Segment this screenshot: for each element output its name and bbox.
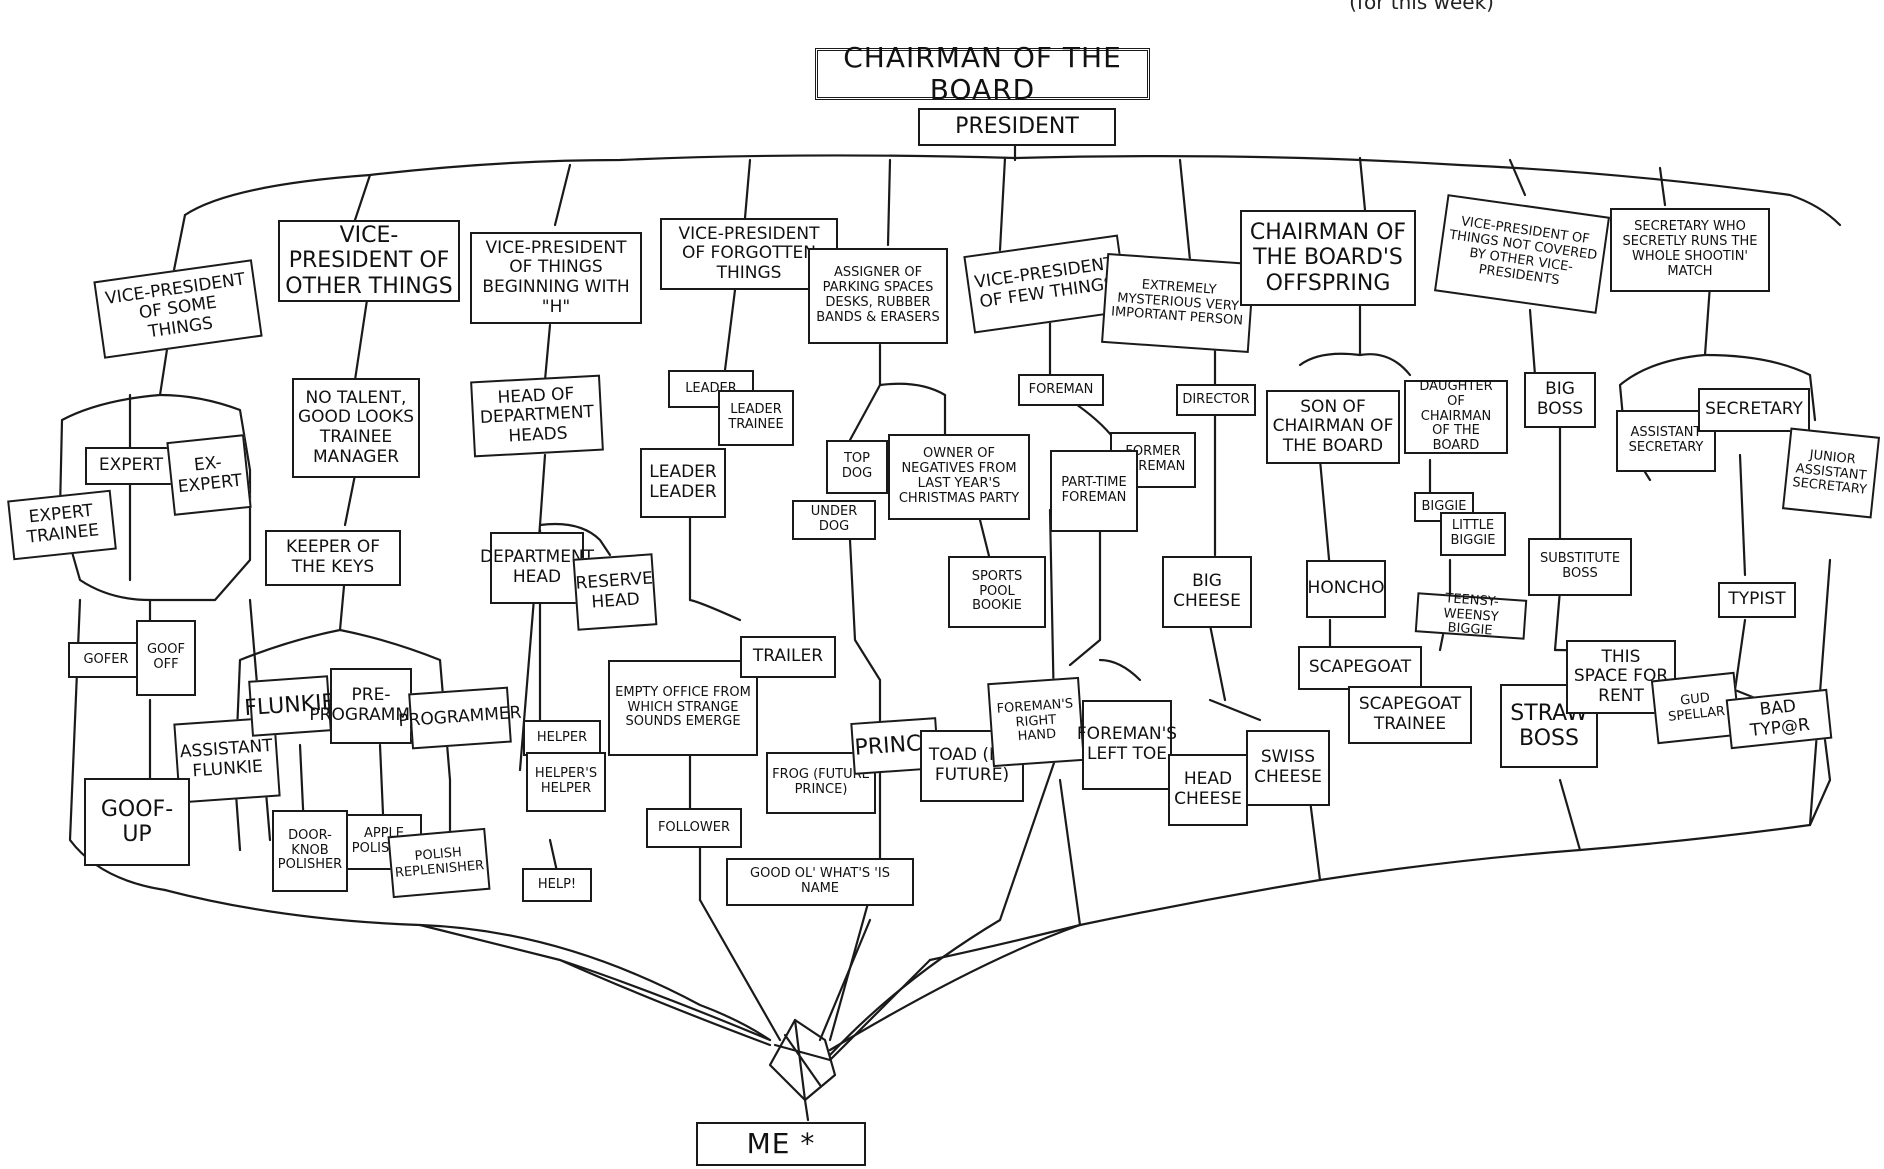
expert-box: EXPERT bbox=[85, 447, 177, 485]
teensy-biggie-box: TEENSY-WEENSY BIGGIE bbox=[1414, 591, 1528, 640]
leader-leader-box: LEADER LEADER bbox=[640, 448, 726, 518]
big-cheese-box: BIG CHEESE bbox=[1162, 556, 1252, 628]
pre-programmer-box: PRE-PROGRAMMER bbox=[309, 668, 433, 744]
leader-box: LEADER bbox=[668, 370, 754, 408]
programmer-box: PROGRAMMER bbox=[398, 686, 522, 750]
junior-assistant-box: JUNIOR ASSISTANT SECRETARY bbox=[1781, 427, 1881, 519]
vp-other-things: VICE-PRESIDENT OF OTHER THINGS bbox=[278, 220, 460, 302]
bad-typer-box: BAD TYP@R bbox=[1725, 688, 1833, 750]
follower-box: FOLLOWER bbox=[646, 808, 742, 848]
swiss-cheese-box: SWISS CHEESE bbox=[1246, 730, 1330, 806]
under-dog-box: UNDER DOG bbox=[792, 500, 876, 540]
big-boss-box: BIG BOSS bbox=[1524, 372, 1596, 428]
secretary-runs-it: SECRETARY WHO SECRETLY RUNS THE WHOLE SH… bbox=[1610, 208, 1770, 292]
part-time-foreman-box: PART-TIME FOREMAN bbox=[1050, 450, 1138, 532]
good-ol-box: GOOD OL' WHAT'S 'IS NAME bbox=[726, 858, 914, 906]
foreman-box: FOREMAN bbox=[1018, 374, 1104, 406]
assigner-box: ASSIGNER OF PARKING SPACES DESKS, RUBBER… bbox=[808, 248, 948, 344]
chairman-offspring: CHAIRMAN OF THE BOARD'S OFFSPRING bbox=[1240, 210, 1416, 306]
department-head-box: DEPARTMENT HEAD bbox=[480, 532, 594, 604]
son-of-chairman-box: SON OF CHAIRMAN OF THE BOARD bbox=[1266, 390, 1400, 464]
no-talent-box: NO TALENT, GOOD LOOKS TRAINEE MANAGER bbox=[292, 378, 420, 478]
reserve-head-box: RESERVE HEAD bbox=[572, 553, 658, 631]
daughter-of-chairman-box: DAUGHTER OF CHAIRMAN OF THE BOARD bbox=[1404, 379, 1508, 454]
chairman-box: CHAIRMAN OF THE BOARD bbox=[815, 41, 1150, 106]
week-note: (for this week) bbox=[1349, 0, 1494, 14]
helper-box: HELPER bbox=[523, 720, 601, 756]
foremans-right-hand-box: FOREMAN'S RIGHT HAND bbox=[987, 676, 1085, 768]
mysterious-vip: EXTREMELY MYSTERIOUS VERY IMPORTANT PERS… bbox=[1101, 252, 1255, 354]
goof-up-box: GOOF-UP bbox=[84, 778, 190, 866]
owner-negatives-box: OWNER OF NEGATIVES FROM LAST YEAR'S CHRI… bbox=[888, 434, 1030, 520]
sports-bookie-box: SPORTS POOL BOOKIE bbox=[948, 556, 1046, 628]
trailer-box: TRAILER bbox=[740, 636, 836, 678]
goof-off-box: GOOF OFF bbox=[136, 620, 196, 696]
typist-box: TYPIST bbox=[1718, 582, 1796, 618]
scapegoat-trainee-box: SCAPEGOAT TRAINEE bbox=[1348, 686, 1472, 744]
polish-replenisher-box: POLISH REPLENISHER bbox=[387, 827, 491, 899]
me-box: ME * bbox=[696, 1122, 866, 1166]
head-cheese-box: HEAD CHEESE bbox=[1168, 754, 1248, 826]
head-of-heads-box: HEAD OF DEPARTMENT HEADS bbox=[470, 374, 604, 458]
honcho-box: HONCHO bbox=[1306, 560, 1386, 618]
space-for-rent-box: THIS SPACE FOR RENT bbox=[1566, 640, 1676, 714]
frog-box: FROG (FUTURE PRINCE) bbox=[766, 752, 876, 814]
expert-trainee-box: EXPERT TRAINEE bbox=[7, 489, 117, 561]
helpers-helper-box: HELPER'S HELPER bbox=[526, 752, 606, 812]
foremans-left-toe-box: FOREMAN'S LEFT TOE bbox=[1077, 700, 1177, 790]
gofer-box: GOFER bbox=[68, 642, 144, 678]
secretary-box: SECRETARY bbox=[1698, 388, 1810, 432]
leader-trainee-box: LEADER TRAINEE bbox=[718, 390, 794, 446]
top-dog-box: TOP DOG bbox=[826, 440, 888, 494]
ex-expert-box: EX-EXPERT bbox=[166, 434, 252, 516]
little-biggie-box: LITTLE BIGGIE bbox=[1440, 512, 1506, 556]
door-knob-box: DOOR-KNOB POLISHER bbox=[272, 810, 348, 892]
keeper-keys-box: KEEPER OF THE KEYS bbox=[265, 530, 401, 586]
scapegoat-box: SCAPEGOAT bbox=[1298, 646, 1422, 690]
vp-things-h: VICE-PRESIDENT OF THINGS BEGINNING WITH … bbox=[470, 232, 642, 324]
president-box: PRESIDENT bbox=[918, 108, 1116, 146]
director-box: DIRECTOR bbox=[1176, 384, 1256, 416]
empty-office-box: EMPTY OFFICE FROM WHICH STRANGE SOUNDS E… bbox=[608, 660, 758, 756]
substitute-boss-box: SUBSTITUTE BOSS bbox=[1528, 538, 1632, 596]
help-box: HELP! bbox=[522, 868, 592, 902]
assistant-secretary-box: ASSISTANT SECRETARY bbox=[1616, 410, 1716, 472]
